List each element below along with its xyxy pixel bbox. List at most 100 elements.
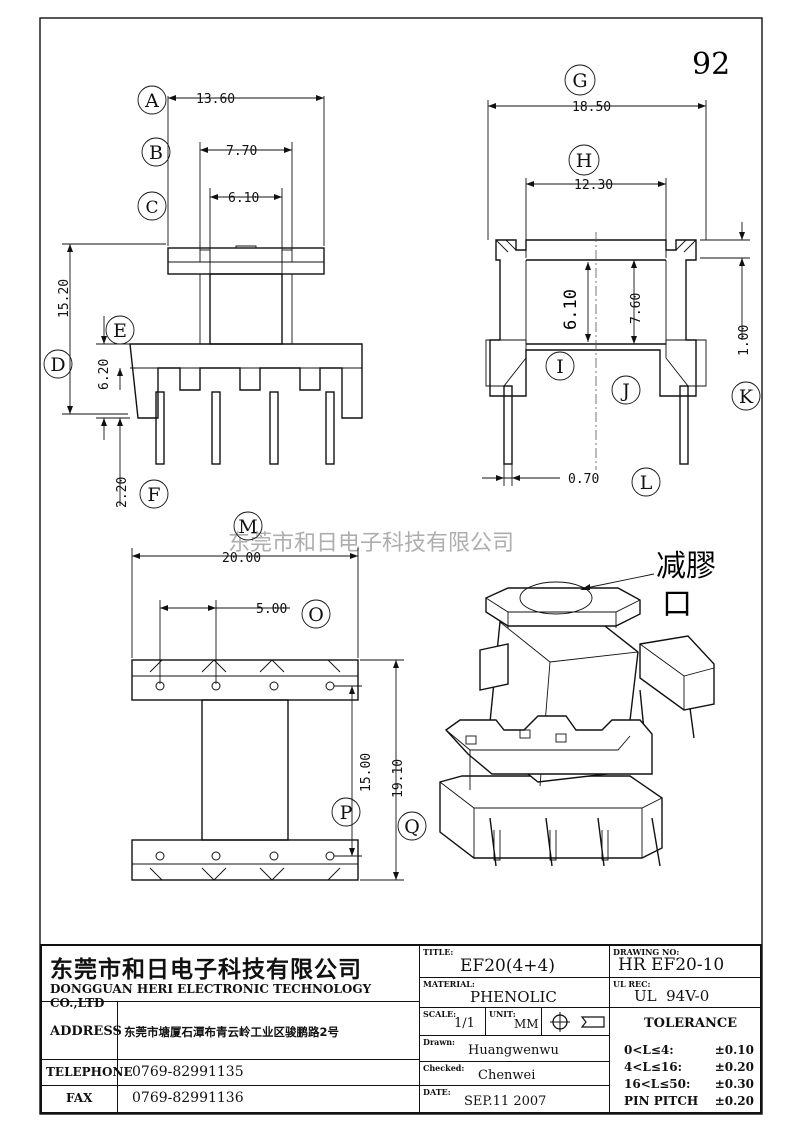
dim-l-value: 0.70 [568, 472, 599, 487]
svg-text:F: F [147, 484, 160, 506]
dim-b-value: 7.70 [226, 144, 257, 159]
callout-text-line1: 减膠 [656, 549, 716, 584]
material-cell: MATERIAL: PHENOLIC [420, 978, 610, 1008]
svg-text:B: B [149, 142, 163, 164]
callout-k: K [731, 381, 761, 411]
projection-symbol [542, 1008, 610, 1036]
callout-e: E [105, 315, 135, 345]
company-name-cn: 东莞市和日电子科技有限公司 [50, 957, 362, 983]
svg-text:K: K [739, 386, 754, 408]
callout-h: H [568, 144, 600, 176]
tolerance-table: 0<L≤4:±0.10 4<L≤16:±0.20 16<L≤50:±0.30 P… [624, 1042, 754, 1110]
drawn-value: Huangwenwu [468, 1043, 559, 1058]
ul-rec-cell: UL REC: UL 94V-0 [610, 978, 760, 1008]
projection-icon [550, 1012, 605, 1032]
drawn-cell: Drawn: Huangwenwu [420, 1036, 610, 1062]
callout-c: C [137, 191, 167, 221]
svg-text:M: M [238, 516, 257, 538]
callout-l: L [631, 467, 661, 497]
svg-text:J: J [620, 380, 630, 402]
material-value: PHENOLIC [470, 988, 557, 1006]
isometric-view [439, 581, 715, 867]
company-header: 东莞市和日电子科技有限公司 DONGGUAN HERI ELECTRONIC T… [42, 946, 420, 1010]
callout-i: I [545, 351, 575, 381]
tolerance-cell: TOLERANCE 0<L≤4:±0.10 4<L≤16:±0.20 16<L≤… [610, 1008, 760, 1112]
dim-a-value: 13.60 [196, 92, 235, 107]
callout-leader [585, 573, 655, 589]
svg-text:L: L [640, 472, 653, 494]
drawing-no-value: HR EF20-10 [618, 955, 725, 975]
callout-labels: A B C D E F G H I J K L M O P Q [43, 64, 761, 841]
date-cell: DATE: SEP.11 2007 [420, 1086, 610, 1112]
telephone-label: TELEPHONE [46, 1065, 133, 1079]
title-cell: TITLE: EF20(4+4) [420, 946, 610, 978]
dim-p-value: 15.00 [359, 753, 374, 792]
dim-g-value: 18.50 [572, 100, 611, 115]
scale-value: 1/1 [454, 1016, 475, 1031]
tolerance-label: TOLERANCE [644, 1016, 738, 1031]
page-number: 92 [692, 47, 730, 82]
dim-m-value: 20.00 [222, 551, 261, 566]
front-view-dimensions: 13.60 7.70 6.10 15.20 6.20 2.20 [57, 92, 325, 508]
dim-j-value: 7.60 [629, 293, 644, 324]
dim-h-value: 12.30 [574, 178, 613, 193]
callout-o: O [301, 599, 331, 629]
svg-text:Q: Q [404, 816, 420, 838]
front-view [129, 245, 363, 465]
checked-value: Chenwei [478, 1068, 536, 1083]
svg-text:G: G [572, 70, 587, 92]
dim-o-value: 5.00 [256, 602, 287, 617]
drawing-no-cell: DRAWING NO: HR EF20-10 [610, 946, 760, 978]
unit-cell: UNIT: MM [486, 1008, 542, 1036]
address-value: 东莞市塘厦石潭布青云岭工业区骏鹏路2号 [124, 1025, 339, 1039]
svg-text:O: O [308, 604, 324, 626]
fax-value: 0769-82991136 [132, 1090, 244, 1106]
callout-m: M [233, 511, 263, 541]
telephone-value: 0769-82991135 [132, 1064, 244, 1080]
company-name-en: DONGGUAN HERI ELECTRONIC TECHNOLOGY CO.,… [50, 982, 372, 1010]
dim-d-value: 15.20 [57, 279, 72, 318]
dim-c-value: 6.10 [228, 191, 259, 206]
svg-text:P: P [340, 802, 353, 824]
date-value: SEP.11 2007 [464, 1094, 547, 1109]
dim-k-value: 1.00 [737, 325, 752, 356]
dim-i-value: 6.10 [561, 289, 581, 330]
side-view-dimensions: 18.50 12.30 6.10 7.60 1.00 0.70 [482, 100, 752, 487]
scale-cell: SCALE: 1/1 [420, 1008, 486, 1036]
svg-text:H: H [576, 150, 593, 172]
callout-text-line2: 口 [662, 587, 692, 622]
svg-text:I: I [556, 356, 564, 378]
callout-d: D [43, 349, 73, 379]
svg-text:A: A [144, 90, 159, 112]
svg-text:C: C [145, 198, 158, 218]
callout-j: J [611, 375, 641, 405]
unit-value: MM [514, 1017, 539, 1031]
dim-f-value: 2.20 [115, 477, 130, 508]
side-view [485, 232, 707, 470]
tolerance-row: 16<L≤50:±0.30 [624, 1077, 754, 1091]
svg-text:D: D [50, 354, 65, 376]
callout-q: Q [397, 811, 427, 841]
tolerance-row: 0<L≤4:±0.10 [624, 1043, 754, 1057]
title-block: 东莞市和日电子科技有限公司 DONGGUAN HERI ELECTRONIC T… [40, 944, 762, 1114]
drawing-frame [39, 17, 763, 1115]
tolerance-row: 4<L≤16:±0.20 [624, 1060, 754, 1074]
callout-f: F [139, 479, 169, 509]
callout-b: B [141, 137, 171, 167]
tolerance-row: PIN PITCH±0.20 [624, 1094, 754, 1108]
dim-e-value: 6.20 [97, 359, 112, 390]
ul-rec-value: UL 94V-0 [634, 987, 710, 1005]
address-label: ADDRESS [50, 1024, 122, 1039]
callout-p: P [331, 797, 361, 827]
callout-g: G [564, 64, 596, 96]
svg-text:E: E [113, 320, 127, 342]
title-value: EF20(4+4) [460, 956, 555, 976]
dim-q-value: 19.10 [391, 759, 406, 798]
company-contact: ADDRESS 东莞市塘厦石潭布青云岭工业区骏鹏路2号 TELEPHONE 07… [42, 1002, 420, 1112]
callout-a: A [137, 85, 167, 115]
checked-cell: Checked: Chenwei [420, 1062, 610, 1086]
bottom-view [131, 659, 359, 881]
fax-label: FAX [66, 1091, 93, 1105]
bottom-view-dimensions: 20.00 5.00 15.00 19.10 [131, 548, 406, 881]
